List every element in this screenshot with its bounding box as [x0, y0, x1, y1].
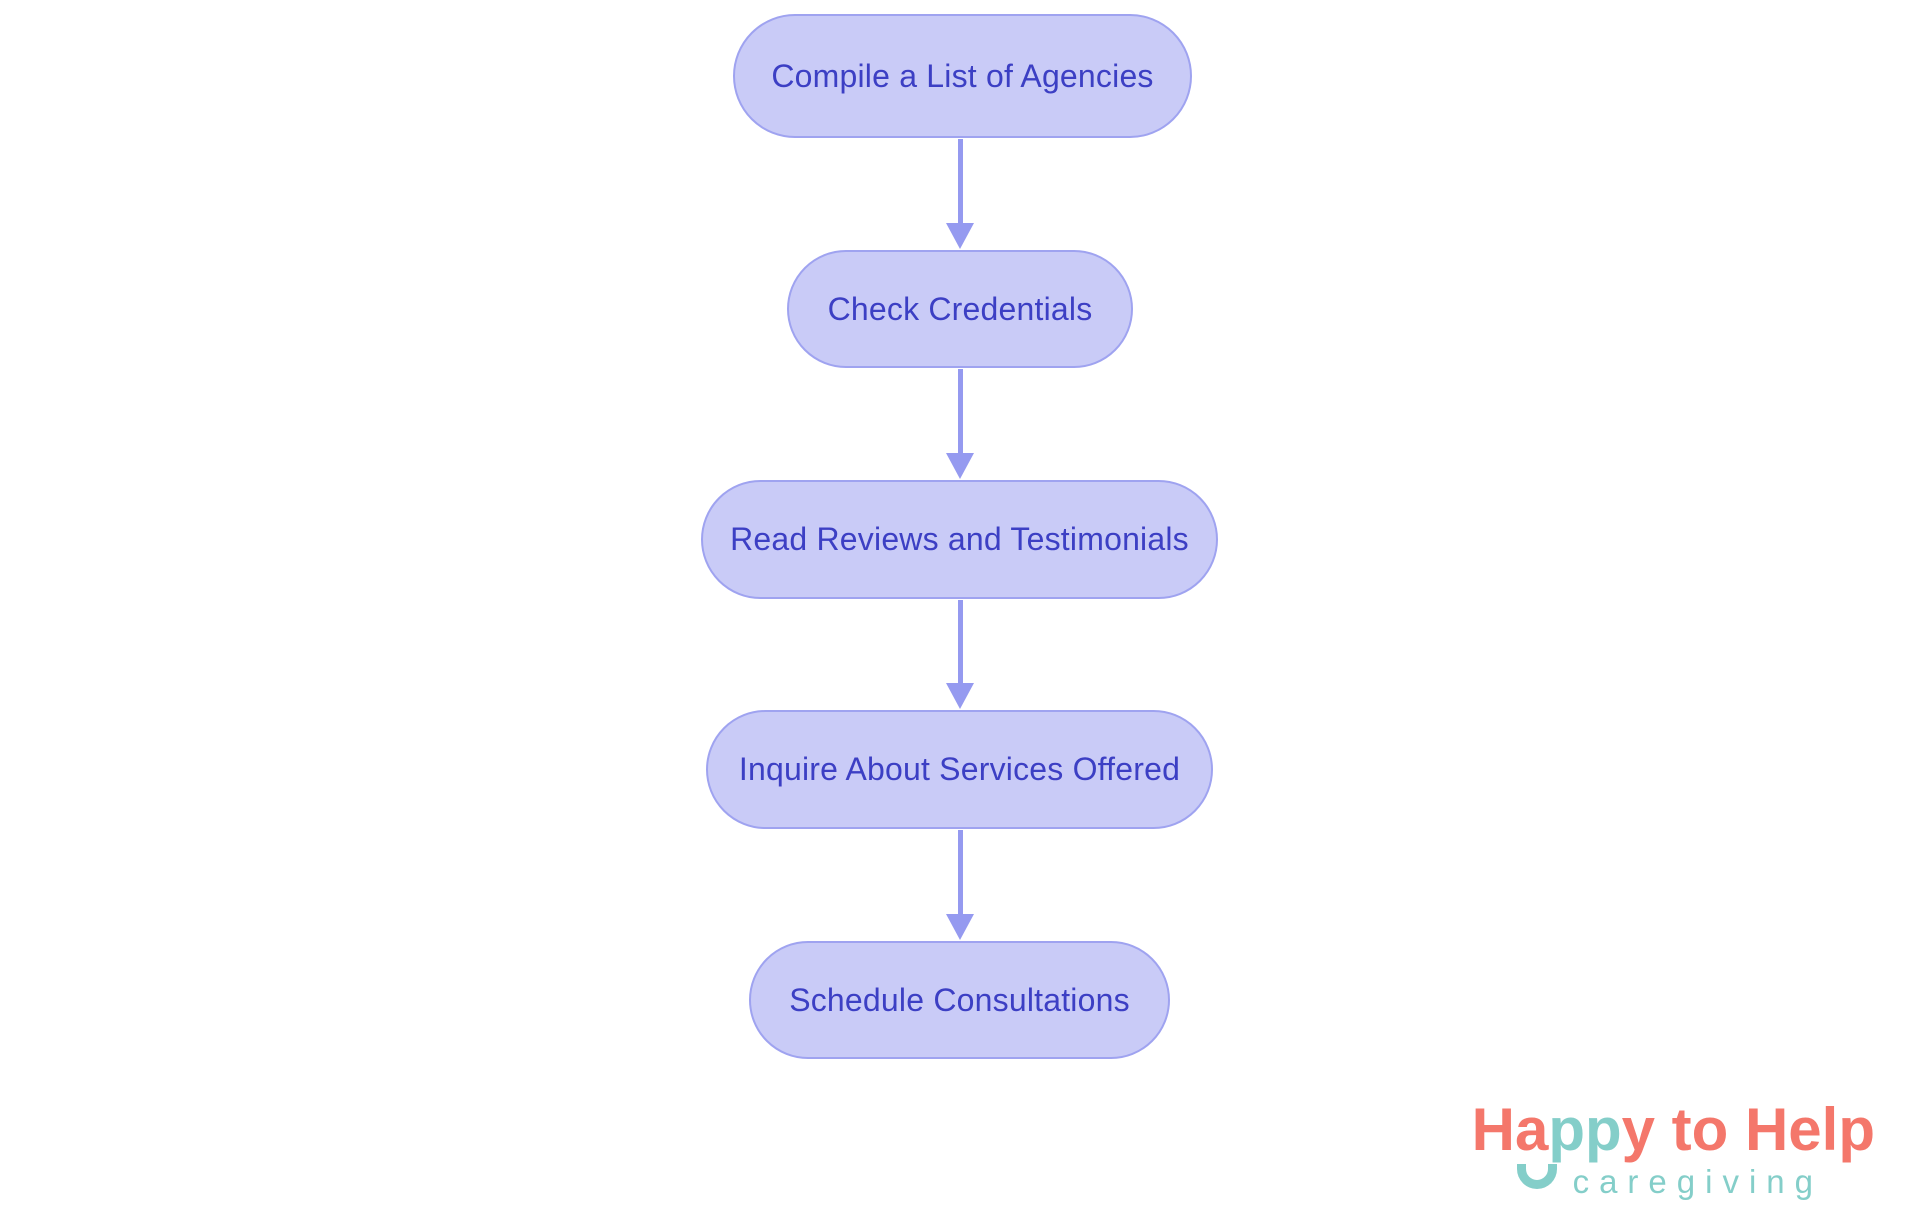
- arrow-connector: [945, 369, 975, 479]
- arrowhead-down-icon: [946, 223, 974, 249]
- logo-text-pp: pp: [1548, 1096, 1622, 1163]
- logo-text-ha: Ha: [1471, 1096, 1549, 1163]
- flow-node-check-credentials: Check Credentials: [787, 250, 1133, 368]
- arrow-line: [957, 139, 963, 223]
- arrowhead-down-icon: [946, 914, 974, 940]
- logo-tagline: caregiving: [1572, 1163, 1823, 1200]
- arrow-line: [957, 369, 963, 453]
- flow-node-compile-list: Compile a List of Agencies: [733, 14, 1192, 138]
- happy-to-help-logo: Happy to Help caregiving: [1405, 1100, 1875, 1201]
- flow-node-inquire-services: Inquire About Services Offered: [706, 710, 1213, 829]
- flow-node-schedule-consultations: Schedule Consultations: [749, 941, 1170, 1059]
- flow-node-label: Check Credentials: [827, 290, 1093, 327]
- arrowhead-down-icon: [946, 453, 974, 479]
- logo-text-y-to-help: y to Help: [1621, 1096, 1875, 1163]
- arrow-line: [957, 600, 963, 683]
- flow-node-label: Compile a List of Agencies: [771, 57, 1154, 94]
- logo-wordmark: Happy to Help: [1405, 1100, 1875, 1189]
- arrow-connector: [945, 830, 975, 940]
- flow-node-label: Schedule Consultations: [789, 981, 1130, 1018]
- arrow-connector: [945, 139, 975, 249]
- arrowhead-down-icon: [946, 683, 974, 709]
- flow-node-label: Read Reviews and Testimonials: [730, 521, 1189, 557]
- arrow-line: [957, 830, 963, 914]
- flow-node-label: Inquire About Services Offered: [738, 751, 1181, 787]
- arrow-connector: [945, 600, 975, 709]
- smile-icon: [1517, 1164, 1557, 1189]
- flow-node-read-reviews: Read Reviews and Testimonials: [701, 480, 1218, 599]
